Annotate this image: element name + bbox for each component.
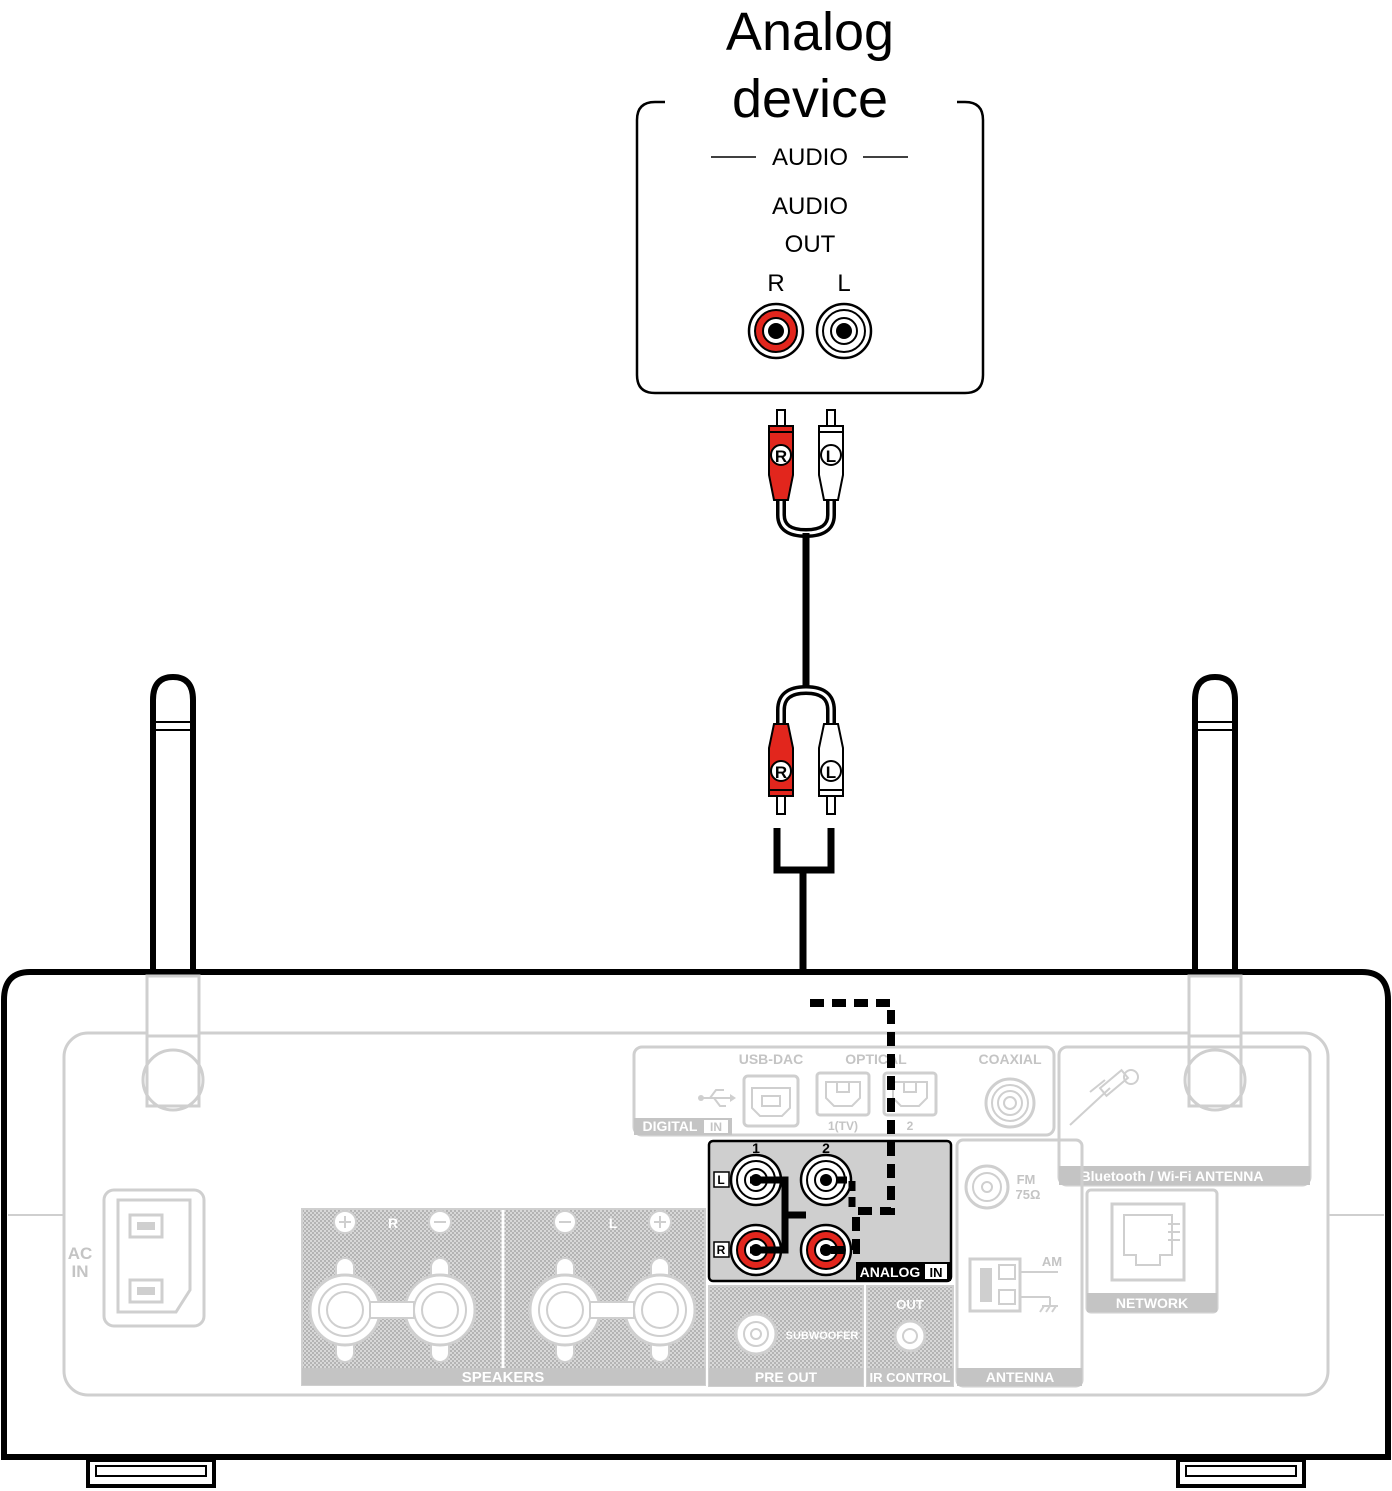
speaker-l-label: L xyxy=(609,1215,618,1231)
speaker-post-icon xyxy=(308,1257,382,1363)
plug-bottom-l-badge xyxy=(820,760,842,782)
jack-l-icon xyxy=(815,302,873,360)
plug-top-r-label: R xyxy=(775,447,787,466)
antenna-label: ANTENNA xyxy=(986,1369,1054,1385)
network-port xyxy=(1085,1188,1219,1314)
bt-antenna-label: Bluetooth / Wi-Fi ANTENNA xyxy=(1081,1168,1264,1184)
device-outline xyxy=(635,100,985,395)
digital-in-badge: IN xyxy=(710,1120,722,1134)
ac-in-label-line1: AC xyxy=(68,1244,93,1263)
optical-label: OPTICAL xyxy=(845,1051,907,1067)
plug-top-r-badge xyxy=(770,444,792,466)
optical-port-1 xyxy=(815,1071,871,1117)
coaxial-port xyxy=(984,1077,1036,1129)
bt-antenna-section xyxy=(1057,1045,1312,1187)
plug-top-l-badge xyxy=(820,444,842,466)
antenna-right-icon xyxy=(1192,673,1238,976)
usb-icon xyxy=(698,1089,736,1107)
ac-in-label-line2: IN xyxy=(72,1262,89,1281)
optical-2-label: 2 xyxy=(907,1119,914,1133)
speaker-bridge xyxy=(369,1301,415,1319)
jack-r-label: R xyxy=(767,270,784,297)
ac-inlet xyxy=(102,1188,206,1328)
polarity-mark-icon xyxy=(553,1210,577,1234)
output-label-line1: AUDIO xyxy=(772,193,848,220)
network-label: NETWORK xyxy=(1116,1295,1188,1311)
polarity-mark-icon xyxy=(333,1210,357,1234)
ir-out-label: OUT xyxy=(896,1297,924,1312)
analog-in-badge: IN xyxy=(930,1265,943,1280)
optical-1-label: 1(TV) xyxy=(828,1119,858,1133)
fm-label: FM xyxy=(1017,1172,1036,1187)
device-title-line1: Analog xyxy=(726,2,894,62)
analog-ch1-label: 1 xyxy=(752,1140,760,1156)
analog-device: Analog device AUDIO AUDIO OUT R L xyxy=(635,2,985,395)
speaker-post-icon xyxy=(623,1257,697,1363)
plug-bottom-l-label: L xyxy=(826,763,836,782)
digital-in-section xyxy=(632,1045,1056,1137)
input2-connection-dashed xyxy=(810,999,895,1254)
speaker-posts xyxy=(308,1210,697,1363)
pre-out-section xyxy=(708,1285,864,1387)
pre-out-label: PRE OUT xyxy=(755,1369,818,1385)
digital-label: DIGITAL xyxy=(643,1118,698,1134)
antenna-connector-icon xyxy=(1069,1068,1139,1126)
speaker-post-icon xyxy=(528,1257,602,1363)
plug-bottom-r-label: R xyxy=(775,763,787,782)
polarity-mark-icon xyxy=(428,1210,452,1234)
antenna-left-base xyxy=(141,974,205,1112)
analog-l-label: L xyxy=(717,1173,724,1187)
plug-top-l-label: L xyxy=(826,447,836,466)
analog-ch2-label: 2 xyxy=(822,1140,830,1156)
rca-cable: R L R L xyxy=(768,409,844,1215)
antenna-left-icon xyxy=(150,673,196,976)
fm-ohm-label: 75Ω xyxy=(1016,1187,1041,1202)
speakers-label: SPEAKERS xyxy=(462,1369,545,1386)
cable-split-top-inner xyxy=(779,498,833,535)
fm-port xyxy=(964,1164,1010,1210)
jack-l-label: L xyxy=(837,270,850,297)
usb-dac-port xyxy=(742,1074,800,1128)
analog-r-label: R xyxy=(717,1243,726,1257)
am-label: AM xyxy=(1042,1254,1062,1269)
polarity-mark-icon xyxy=(648,1210,672,1234)
connection-bracket xyxy=(773,828,835,874)
device-title-line2: device xyxy=(732,69,888,129)
speaker-r-label: R xyxy=(388,1215,398,1231)
jack-r-icon xyxy=(747,302,805,360)
am-terminal xyxy=(968,1257,1058,1313)
input2-l-dashed xyxy=(821,1176,856,1212)
antenna-right-base xyxy=(1183,974,1247,1112)
plug-bottom-r-badge xyxy=(770,760,792,782)
output-label-line2: OUT xyxy=(785,231,836,258)
section-label: AUDIO xyxy=(772,144,848,171)
usb-dac-label: USB-DAC xyxy=(739,1051,804,1067)
speaker-bridge xyxy=(589,1301,635,1319)
ir-control-label: IR CONTROL xyxy=(870,1370,951,1385)
coaxial-label: COAXIAL xyxy=(979,1051,1042,1067)
antenna-section xyxy=(955,1138,1084,1388)
cable-split-bottom-inner xyxy=(779,688,833,726)
subwoofer-label: SUBWOOFER xyxy=(786,1330,859,1342)
analog-label: ANALOG xyxy=(860,1264,921,1280)
ir-control-section xyxy=(866,1285,954,1387)
